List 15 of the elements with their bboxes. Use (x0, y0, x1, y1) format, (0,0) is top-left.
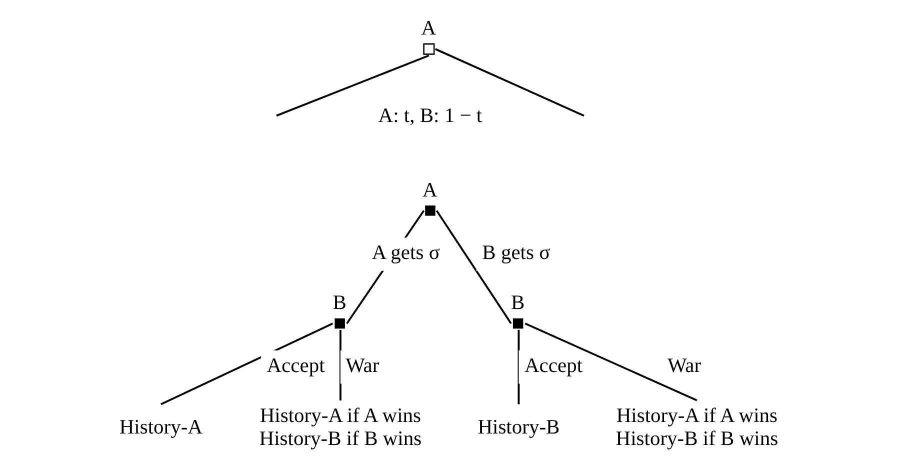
node-label: B (332, 292, 346, 314)
node-label: A (421, 18, 436, 40)
label: A: t, B: 1 − t (378, 104, 482, 127)
node-text: History-A if A wins History-B if B wins (616, 404, 778, 450)
node-label: A (422, 179, 438, 202)
edge-label: B gets σ (482, 242, 550, 264)
node-text: History-A if A wins History-B if B wins (259, 404, 422, 450)
node-text: History-A (119, 416, 203, 439)
edge-label: A gets σ (372, 242, 440, 264)
node-label: B (511, 292, 525, 314)
edge-label: Accept (266, 354, 325, 377)
edge-label: War (667, 354, 702, 377)
node-text: History-B (478, 416, 560, 439)
edge-label: Accept (524, 354, 583, 377)
edge-label: War (346, 354, 380, 377)
